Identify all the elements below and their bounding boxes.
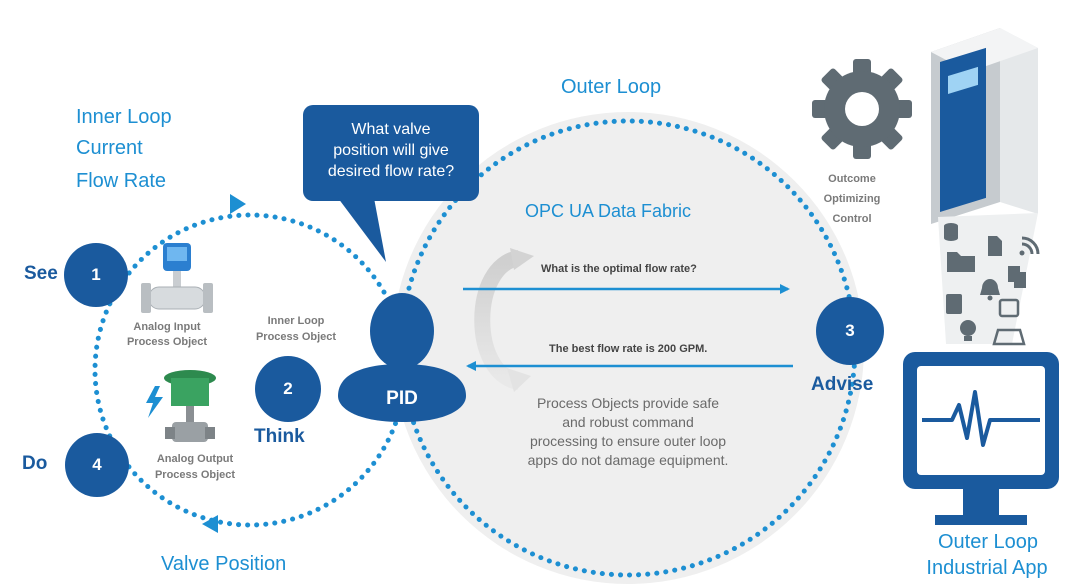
step-3-label: Advise [811,374,874,395]
step-4-number: 4 [92,455,102,474]
light-beam [938,213,1038,344]
speech-bubble-line3: desired flow rate? [327,163,455,180]
step-3-number: 3 [845,321,855,340]
step-4-circle [65,433,129,497]
signal-dot [1019,250,1025,256]
cycle-arrow-icon [474,248,534,392]
analog-input-line1: Analog Input [133,321,201,333]
description-line2: and robust command [562,414,694,430]
server-device-icon [931,28,1038,224]
step-2-label: Think [254,426,305,447]
bell-clapper [987,295,993,301]
step-1-label: See [24,263,58,284]
speech-bubble [303,105,479,262]
inner-loop-arrow-top [230,194,246,214]
inner-loop-title-line3: Flow Rate [76,170,167,192]
monitor-heartbeat-icon [903,352,1059,525]
person-icon [338,293,466,422]
tray-icon [992,328,1026,346]
lightning-icon [146,386,163,418]
flow-meter-icon [141,243,213,313]
inner-loop-po-line1: Inner Loop [267,315,325,327]
step-2-number: 2 [283,379,293,398]
document-icon [988,236,1002,256]
outer-app-line2: Industrial App [926,557,1048,579]
analog-output-line2: Process Object [154,469,236,481]
step-3-circle [816,297,884,365]
outer-loop-title: Outer Loop [561,76,662,98]
description-line1: Process Objects provide safe [536,395,720,411]
step-2-circle [255,356,321,422]
pid-label: PID [386,388,418,409]
description-line4: apps do not damage equipment. [527,452,729,468]
inner-loop-arrow-bottom [202,515,218,533]
gear-icon [812,59,912,159]
app-icons-cluster [944,223,1040,346]
phone-icon [946,294,962,314]
step-1-circle [64,243,128,307]
bulb-icon [960,320,976,336]
database-icon [944,223,958,241]
step-1-number: 1 [91,265,101,284]
speech-bubble-line1: What valve [351,121,431,138]
inner-loop-title-line2: Current [76,137,143,159]
description-line3: processing to ensure outer loop [529,433,727,449]
analog-input-line2: Process Object [126,336,208,348]
opc-fabric-label: OPC UA Data Fabric [525,201,692,221]
analog-output-line1: Analog Output [156,453,234,465]
folder-icon [947,252,975,272]
question-text: What is the optimal flow rate? [541,263,697,275]
outcome-line1: Outcome [828,173,876,185]
outcome-line2: Optimizing [823,193,881,205]
valve-position-label: Valve Position [161,553,287,575]
speech-bubble-line2: position will give [333,142,449,159]
step-4-label: Do [22,453,48,474]
inner-loop-title-line1: Inner Loop [76,106,172,128]
signal-icon [1021,236,1040,255]
inner-loop-po-line2: Process Object [255,331,337,343]
outer-app-line1: Outer Loop [937,531,1039,553]
files-icon-b [1014,272,1026,288]
opc-fabric-disc [392,112,864,584]
answer-text: The best flow rate is 200 GPM. [549,343,708,355]
bell-icon [980,279,1000,295]
control-valve-icon [164,370,216,442]
chart-icon [998,298,1020,318]
outcome-line3: Control [832,213,872,225]
